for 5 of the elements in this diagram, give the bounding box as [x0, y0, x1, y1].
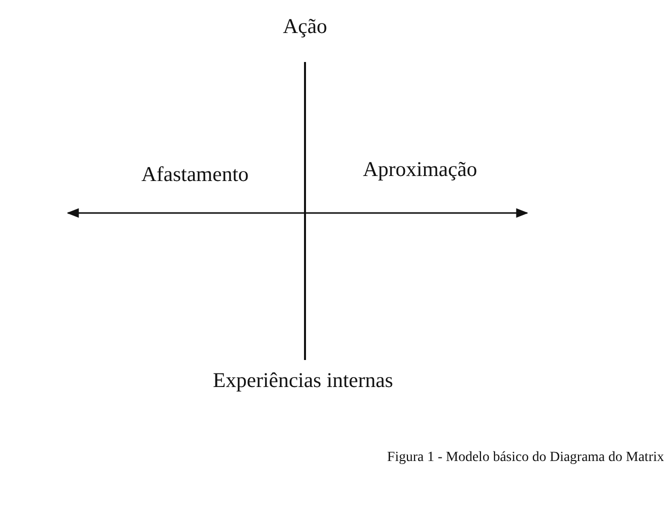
quadrant-label: Afastamento [141, 162, 249, 187]
quadrant-label: Aproximação [362, 157, 478, 182]
figure-caption: Figura 1 - Modelo básico do Diagrama do Matrix [387, 450, 664, 466]
axis-label: Ação [282, 14, 328, 39]
axis-label: Experiências internas [212, 368, 394, 393]
